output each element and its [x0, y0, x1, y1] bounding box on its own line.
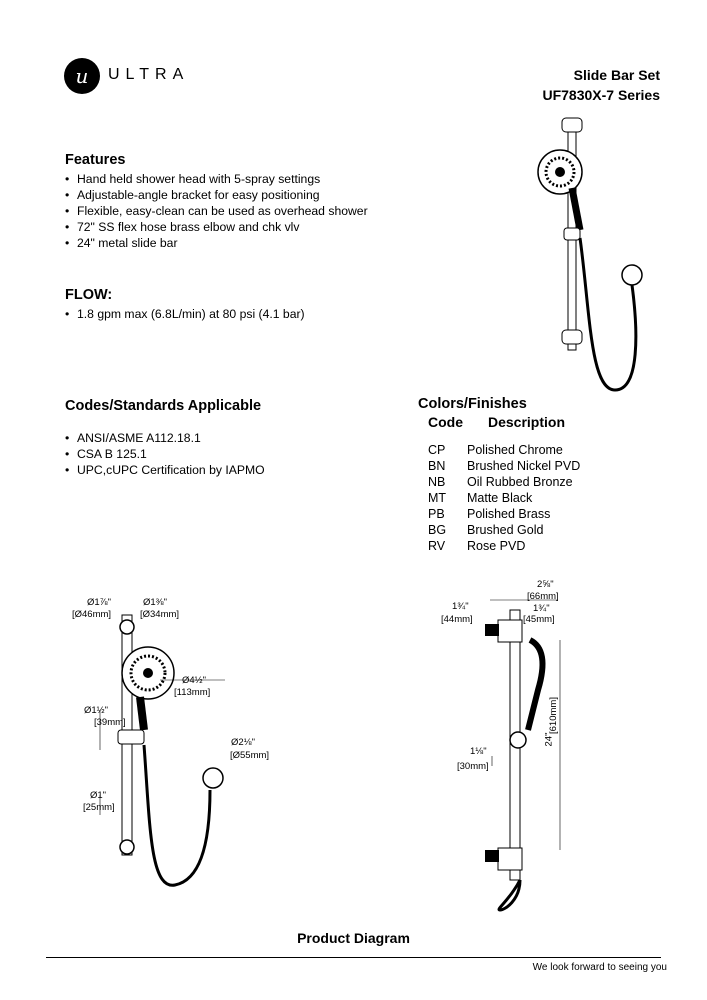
col-code-header: Code — [428, 414, 463, 430]
codes-section: Codes/Standards Applicable ANSI/ASME A11… — [65, 398, 265, 478]
dim-label: [30mm] — [457, 761, 489, 772]
finish-desc: Matte Black — [467, 491, 533, 505]
dim-label: [66mm] — [527, 591, 559, 602]
finishes-heading-text: Colors/Finishes — [418, 396, 527, 412]
finish-code: RV — [428, 539, 446, 553]
finish-row: PB Polished Brass — [428, 506, 580, 522]
dim-label: [Ø46mm] — [72, 609, 112, 620]
dim-label: Ø2⅛" — [231, 737, 255, 748]
finish-row: BG Brushed Gold — [428, 522, 580, 538]
finish-row: MT Matte Black — [428, 490, 580, 506]
dim-label: 24" — [543, 732, 555, 747]
dim-label: 1¾" — [452, 601, 469, 612]
product-illustration — [537, 117, 643, 392]
brand-name: ULTRA — [108, 66, 190, 83]
dim-label: 1⅛" — [470, 746, 487, 757]
dim-label: Ø1½" — [84, 705, 108, 716]
finish-row: RV Rose PVD — [428, 538, 580, 554]
features-section: Features Hand held shower head with 5-sp… — [65, 152, 368, 251]
finish-desc: Polished Brass — [467, 507, 551, 521]
finish-code: BN — [428, 459, 446, 473]
diagram-side-view — [485, 599, 561, 912]
finishes-table: CP Polished Chrome BN Brushed Nickel PVD N… — [428, 442, 580, 554]
feature-item: Flexible, easy-clean can be used as over… — [65, 203, 368, 219]
dim-label: Ø1⅞" — [87, 597, 111, 608]
dim-label: [45mm] — [523, 614, 555, 625]
dim-label: [113mm] — [174, 687, 211, 698]
dim-label: Ø1⅜" — [143, 597, 167, 608]
finish-desc: Brushed Nickel PVD — [467, 459, 581, 473]
code-item: UPC,cUPC Certification by IAPMO — [65, 462, 265, 478]
dim-label: [Ø55mm] — [230, 750, 270, 761]
product-title: Slide Bar Set — [573, 67, 660, 83]
diagram-front-view — [99, 614, 225, 887]
flow-item: 1.8 gpm max (6.8L/min) at 80 psi (4.1 ba… — [65, 306, 305, 322]
finish-code: PB — [428, 507, 445, 521]
features-list: Hand held shower head with 5-spray setti… — [65, 171, 368, 251]
finishes-heading: Colors/Finishes — [418, 396, 527, 412]
dim-label: 2⅝" — [537, 579, 554, 590]
finishes-col-headers: Code Description — [428, 414, 565, 430]
finish-desc: Brushed Gold — [467, 523, 544, 537]
finish-code: CP — [428, 443, 446, 457]
code-item: CSA B 125.1 — [65, 446, 265, 462]
footer-text: We look forward to seeing you — [532, 962, 667, 973]
flow-heading: FLOW: — [65, 287, 113, 303]
finish-desc: Rose PVD — [467, 539, 526, 553]
feature-item: 24" metal slide bar — [65, 235, 368, 251]
finish-desc: Oil Rubbed Bronze — [467, 475, 573, 489]
dim-label: Ø1" — [90, 790, 107, 801]
finish-code: MT — [428, 491, 447, 505]
brand-mark: u — [64, 58, 100, 94]
finish-row: CP Polished Chrome — [428, 442, 580, 458]
dim-label: [39mm] — [94, 717, 126, 728]
finish-row: BN Brushed Nickel PVD — [428, 458, 580, 474]
dim-label: [25mm] — [83, 802, 115, 813]
brand-logo: u ULTRA — [64, 58, 204, 98]
footer-divider — [46, 957, 661, 958]
dim-label: Ø4½" — [182, 675, 206, 686]
product-series: UF7830X-7 Series — [542, 87, 660, 103]
product-diagram-label: Product Diagram — [297, 930, 410, 946]
finish-desc: Polished Chrome — [467, 443, 563, 457]
codes-list: ANSI/ASME A112.18.1 CSA B 125.1 UPC,cUPC… — [65, 430, 265, 478]
finish-row: NB Oil Rubbed Bronze — [428, 474, 580, 490]
finish-code: NB — [428, 475, 446, 489]
flow-list: 1.8 gpm max (6.8L/min) at 80 psi (4.1 ba… — [65, 306, 305, 322]
feature-item: Adjustable-angle bracket for easy positi… — [65, 187, 368, 203]
feature-item: Hand held shower head with 5-spray setti… — [65, 171, 368, 187]
dim-label: [Ø34mm] — [140, 609, 180, 620]
finish-code: BG — [428, 523, 447, 537]
col-desc-header: Description — [488, 414, 566, 430]
flow-section: FLOW: 1.8 gpm max (6.8L/min) at 80 psi (… — [65, 287, 305, 322]
dim-label: [44mm] — [441, 614, 473, 625]
features-heading: Features — [65, 152, 126, 168]
feature-item: 72" SS flex hose brass elbow and chk vlv — [65, 219, 368, 235]
code-item: ANSI/ASME A112.18.1 — [65, 430, 265, 446]
dim-label: [610mm] — [548, 697, 559, 734]
dim-label: 1¾" — [533, 603, 550, 614]
codes-heading: Codes/Standards Applicable — [65, 398, 262, 414]
